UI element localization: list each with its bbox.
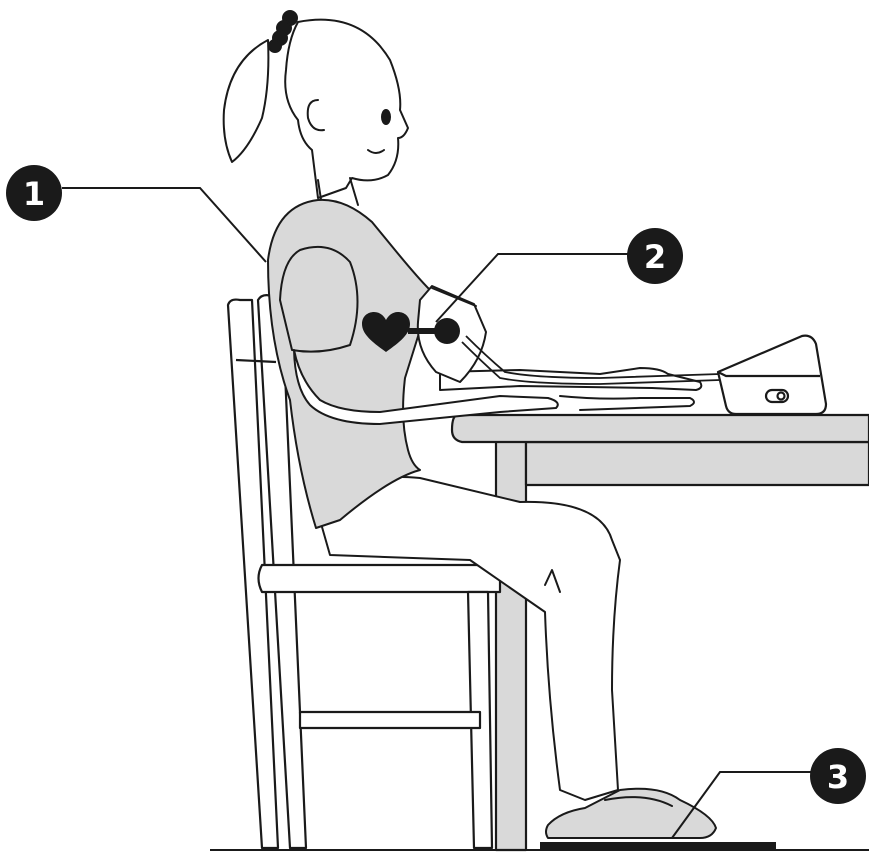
callout-3-label: 3 — [827, 758, 849, 796]
callout-3: 3 — [810, 748, 866, 804]
table — [452, 415, 869, 850]
feet-floor-mark — [540, 842, 776, 851]
blood-pressure-monitor — [718, 336, 826, 414]
monitor-button-icon — [766, 390, 788, 402]
callout-2-label: 2 — [644, 238, 666, 276]
cuff-marker-dot — [434, 318, 460, 344]
callout-2: 2 — [627, 228, 683, 284]
callout-1-label: 1 — [23, 175, 45, 213]
callout-1: 1 — [6, 165, 62, 221]
